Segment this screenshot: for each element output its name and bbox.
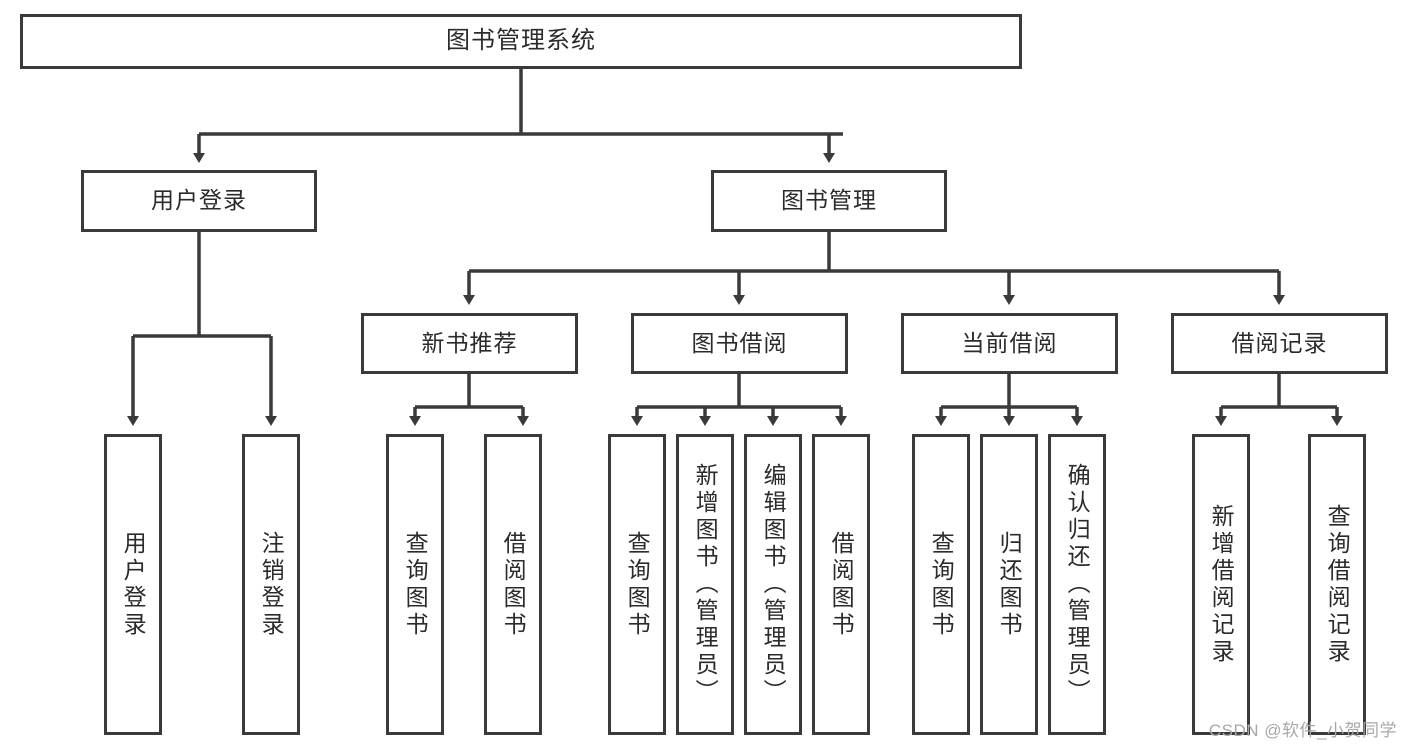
node-borrow-record[interactable]: 借阅记录 [1171,313,1388,374]
node-leaf-borrow-book-1[interactable]: 借阅图书 [484,434,542,735]
node-leaf-confirm-return[interactable]: 确认归还（管理员） [1048,434,1106,735]
node-leaf-query-record[interactable]: 查询借阅记录 [1308,434,1366,735]
node-book-management[interactable]: 图书管理 [711,170,947,232]
node-leaf-user-login[interactable]: 用户登录 [104,434,162,735]
node-leaf-return-book[interactable]: 归还图书 [980,434,1038,735]
node-leaf-add-book[interactable]: 新增图书（管理员） [676,434,734,735]
node-new-book-recommend[interactable]: 新书推荐 [361,313,578,374]
node-leaf-query-book-2[interactable]: 查询图书 [608,434,666,735]
node-leaf-query-book-1[interactable]: 查询图书 [386,434,444,735]
node-leaf-add-record[interactable]: 新增借阅记录 [1192,434,1250,735]
node-leaf-query-book-3[interactable]: 查询图书 [912,434,970,735]
node-leaf-logout-login[interactable]: 注销登录 [242,434,300,735]
node-current-borrow[interactable]: 当前借阅 [901,313,1118,374]
node-user-login[interactable]: 用户登录 [81,170,317,232]
node-leaf-borrow-book-2[interactable]: 借阅图书 [812,434,870,735]
node-book-borrow[interactable]: 图书借阅 [631,313,848,374]
node-root[interactable]: 图书管理系统 [20,14,1022,69]
node-leaf-edit-book[interactable]: 编辑图书（管理员） [744,434,802,735]
watermark-text: CSDN @软件_小贺同学 [1208,721,1397,740]
